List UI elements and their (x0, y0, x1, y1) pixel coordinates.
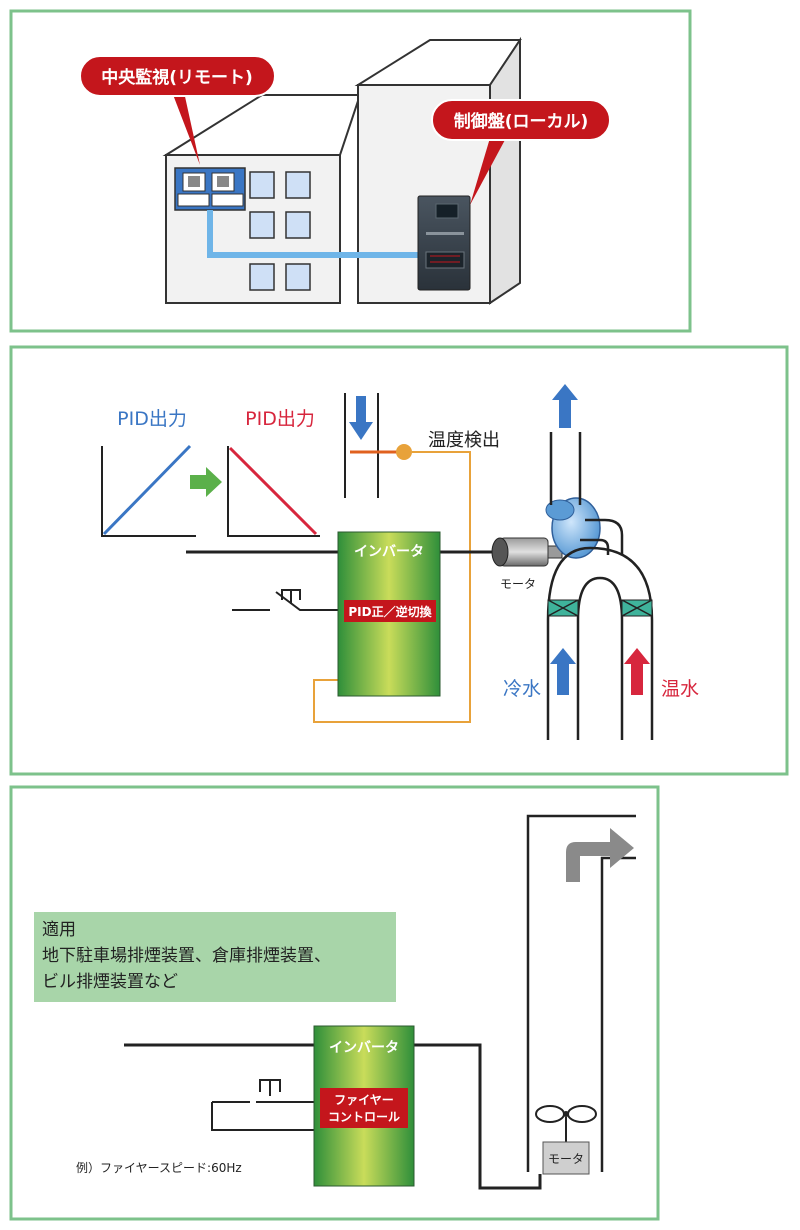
cold-water-label: 冷水 (503, 678, 541, 700)
callout-local (431, 99, 611, 205)
exhaust-shaft (526, 814, 636, 1172)
callout-local-label: 制御盤(ローカル) (454, 111, 589, 132)
air-duct (344, 393, 379, 498)
network-cable (207, 210, 420, 258)
exhaust-up-arrow (552, 384, 578, 428)
exhaust-fan (535, 1105, 597, 1142)
fan-housing (545, 497, 601, 559)
fire-control-label-1: ファイヤー (334, 1093, 394, 1107)
pid-output-right-label: PID出力 (245, 408, 315, 430)
exhaust-turn-arrow (566, 828, 634, 882)
transition-arrow (190, 467, 222, 497)
motor-wire-3 (414, 1043, 542, 1190)
temp-detect-label: 温度検出 (428, 430, 500, 451)
pid-graph-decreasing (227, 446, 320, 537)
fire-control-badge (320, 1088, 408, 1128)
callout-remote (79, 55, 276, 165)
motor-label: モータ (500, 577, 536, 591)
building-windows (249, 171, 311, 291)
pid-output-left-label: PID出力 (117, 408, 187, 430)
coil-valves (547, 599, 653, 617)
airflow-down-arrow (349, 396, 373, 440)
info-title: 適用 (42, 920, 76, 940)
hot-water-label: 温水 (661, 678, 699, 700)
central-monitor-room (174, 167, 246, 211)
switch-contact (275, 591, 340, 611)
fire-speed-example: 例）ファイヤースピード:60Hz (76, 1161, 242, 1175)
switch-symbol (232, 589, 301, 611)
inverter-label-3: インバータ (329, 1040, 399, 1056)
temp-sensor (396, 444, 412, 460)
pid-switch-label: PID正／逆切換 (348, 604, 432, 619)
fire-control-label-2: コントロール (328, 1110, 400, 1124)
coil-pipe (546, 518, 654, 740)
inverter-label: インバータ (354, 544, 424, 560)
hot-water-arrow (624, 648, 650, 695)
exhaust-pipe (549, 432, 582, 505)
sensor-wire (313, 451, 471, 723)
info-line-2: ビル排煙装置など (42, 972, 178, 992)
motor-box-label: モータ (548, 1152, 584, 1166)
pid-switch-badge (344, 600, 436, 622)
motor-box (542, 1141, 590, 1175)
callout-remote-label: 中央監視(リモート) (101, 67, 253, 88)
cold-water-arrow (550, 648, 576, 695)
switch-symbol-3 (211, 1079, 314, 1131)
info-line-1: 地下駐車場排煙装置、倉庫排煙装置、 (42, 946, 331, 966)
application-info-box (34, 912, 396, 1002)
pid-graph-increasing (101, 444, 196, 537)
control-panel-device (417, 195, 471, 291)
